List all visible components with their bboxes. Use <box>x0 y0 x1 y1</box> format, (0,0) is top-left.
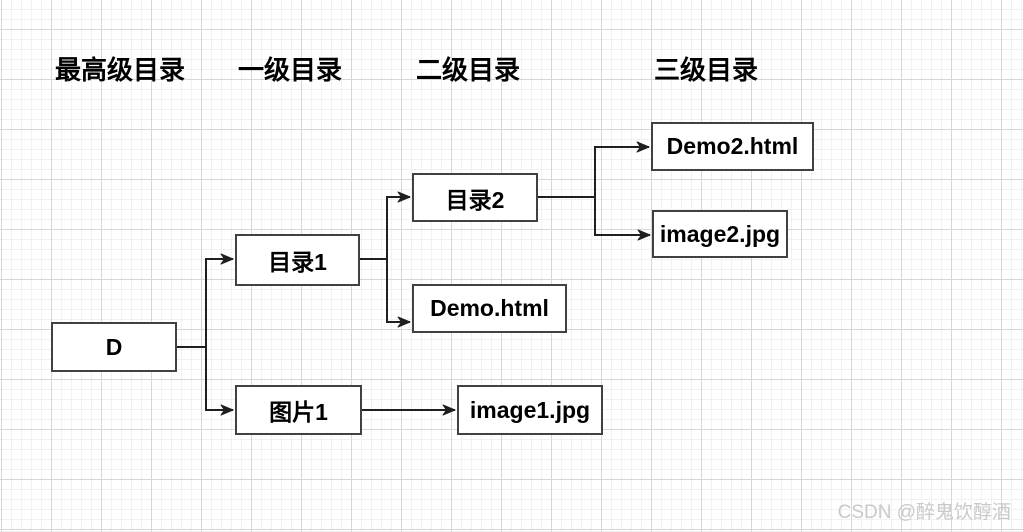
node-box-directory2: 目录2 <box>412 173 538 222</box>
edge-dir2-to-demo2 <box>538 141 650 198</box>
node-box-directory1: 目录1 <box>235 234 360 286</box>
edge-dir2-to-image2 <box>594 197 651 241</box>
column-header-level2-directory: 二级目录 <box>416 55 521 85</box>
csdn-watermark: CSDN @醉鬼饮醇酒 <box>837 502 1011 523</box>
column-header-level3-directory: 三级目录 <box>654 55 759 85</box>
edge-d-to-pic1 <box>205 347 234 416</box>
edge-d-to-dir1 <box>177 253 234 348</box>
node-box-image1-jpg: image1.jpg <box>457 385 603 435</box>
node-box-demo-html: Demo.html <box>412 284 567 333</box>
node-box-demo2-html: Demo2.html <box>651 122 814 171</box>
edge-dir1-to-dir2 <box>360 191 411 260</box>
node-box-d-drive: D <box>51 322 177 372</box>
node-box-picture1: 图片1 <box>235 385 362 435</box>
edge-dir1-to-demo <box>386 259 411 328</box>
node-box-image2-jpg: image2.jpg <box>652 210 788 258</box>
column-header-top-level-directory: 最高级目录 <box>55 55 186 85</box>
column-header-level1-directory: 一级目录 <box>238 55 343 85</box>
